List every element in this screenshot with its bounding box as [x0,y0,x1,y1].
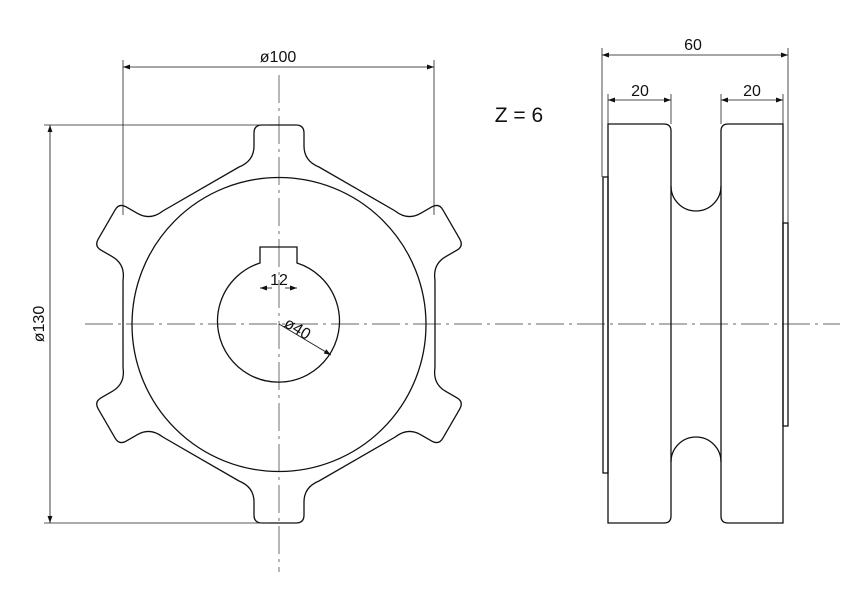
sprocket-tooth [356,323,462,460]
sprocket-tooth [200,124,358,190]
sprocket-tooth [356,188,462,325]
right-hub [782,222,789,427]
left-disc-label: 20 [631,83,649,100]
left-hub [602,176,609,474]
height-dim-label: ø130 [31,306,48,343]
dimension-bore: ø40 [278,315,332,356]
right-disc [720,123,784,524]
bore-dim-label: ø40 [281,315,313,344]
teeth-count-label: Z = 6 [495,104,543,127]
groove-top [670,185,722,212]
bore-with-keyway [216,246,341,383]
dimension-keyway: 12 [260,272,297,291]
width-dim-label: ø100 [260,49,297,66]
total-width-label: 60 [684,37,702,54]
dimension-width: ø100 [122,49,435,215]
sprocket-tooth [96,323,202,460]
dimension-right-disc: 20 [720,83,784,124]
front-view [96,124,462,524]
left-disc [607,123,672,524]
right-disc-label: 20 [743,83,761,100]
groove-bottom [670,436,722,463]
sprocket-tooth [200,458,358,524]
side-view [602,123,789,524]
sprocket-tooth [96,188,202,325]
sprocket-outline [96,124,462,524]
hub-circle [131,176,427,473]
dimension-left-disc: 20 [607,83,672,124]
keyway-dim-label: 12 [270,272,288,289]
dimension-total-width: 60 [601,37,789,223]
dimension-height: ø130 [31,124,270,524]
